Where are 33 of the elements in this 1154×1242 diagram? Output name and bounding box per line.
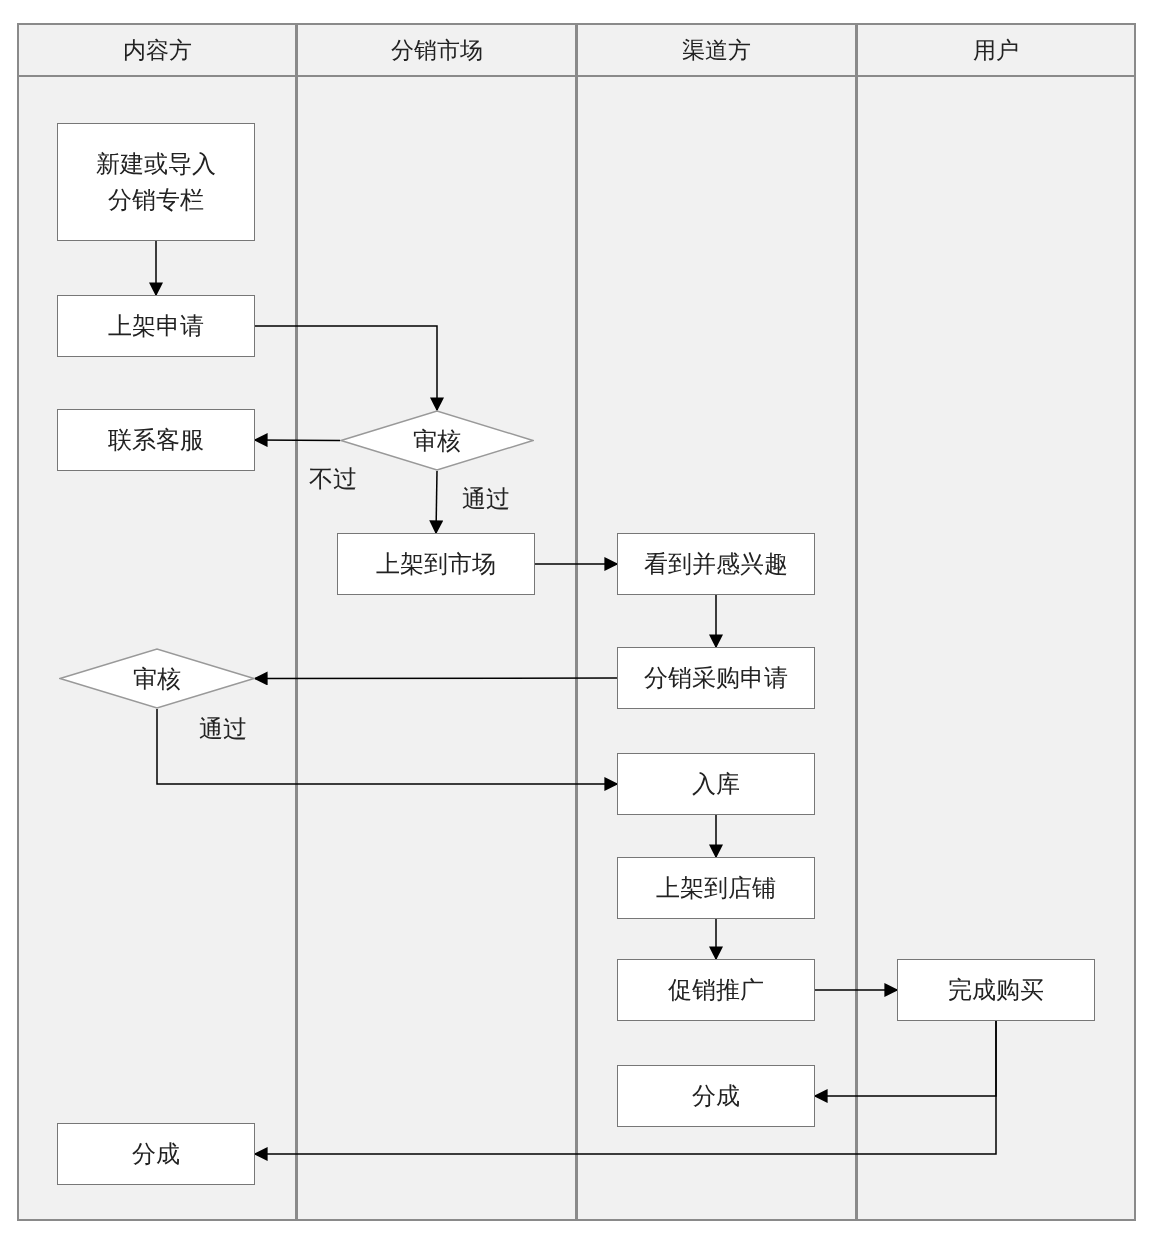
process-box: 上架到市场 (337, 533, 535, 595)
process-box: 上架申请 (57, 295, 255, 357)
process-box: 新建或导入分销专栏 (57, 123, 255, 241)
process-box: 完成购买 (897, 959, 1095, 1021)
process-box: 联系客服 (57, 409, 255, 471)
arrow (253, 433, 341, 448)
arrow (709, 594, 723, 649)
arrow (709, 814, 723, 859)
decision-diamond: 审核 (59, 648, 255, 709)
lane-header: 分销市场 (298, 25, 575, 77)
arrow (253, 1020, 997, 1161)
arrow (254, 325, 444, 412)
swimlane (17, 23, 297, 1221)
process-box: 促销推广 (617, 959, 815, 1021)
lane-header: 渠道方 (578, 25, 855, 77)
process-box: 上架到店铺 (617, 857, 815, 919)
arrow (534, 557, 619, 571)
arrow (156, 708, 619, 791)
process-box: 分成 (57, 1123, 255, 1185)
arrow (814, 983, 899, 997)
process-box: 看到并感兴趣 (617, 533, 815, 595)
process-box: 入库 (617, 753, 815, 815)
swimlane (576, 23, 857, 1221)
arrow (253, 671, 618, 686)
lane-header: 内容方 (19, 25, 295, 77)
process-box: 分销采购申请 (617, 647, 815, 709)
process-box: 分成 (617, 1065, 815, 1127)
lane-header: 用户 (858, 25, 1134, 77)
arrow (149, 240, 163, 297)
arrow (709, 918, 723, 961)
swimlane (856, 23, 1136, 1221)
arrow (429, 470, 444, 535)
swimlane (296, 23, 577, 1221)
